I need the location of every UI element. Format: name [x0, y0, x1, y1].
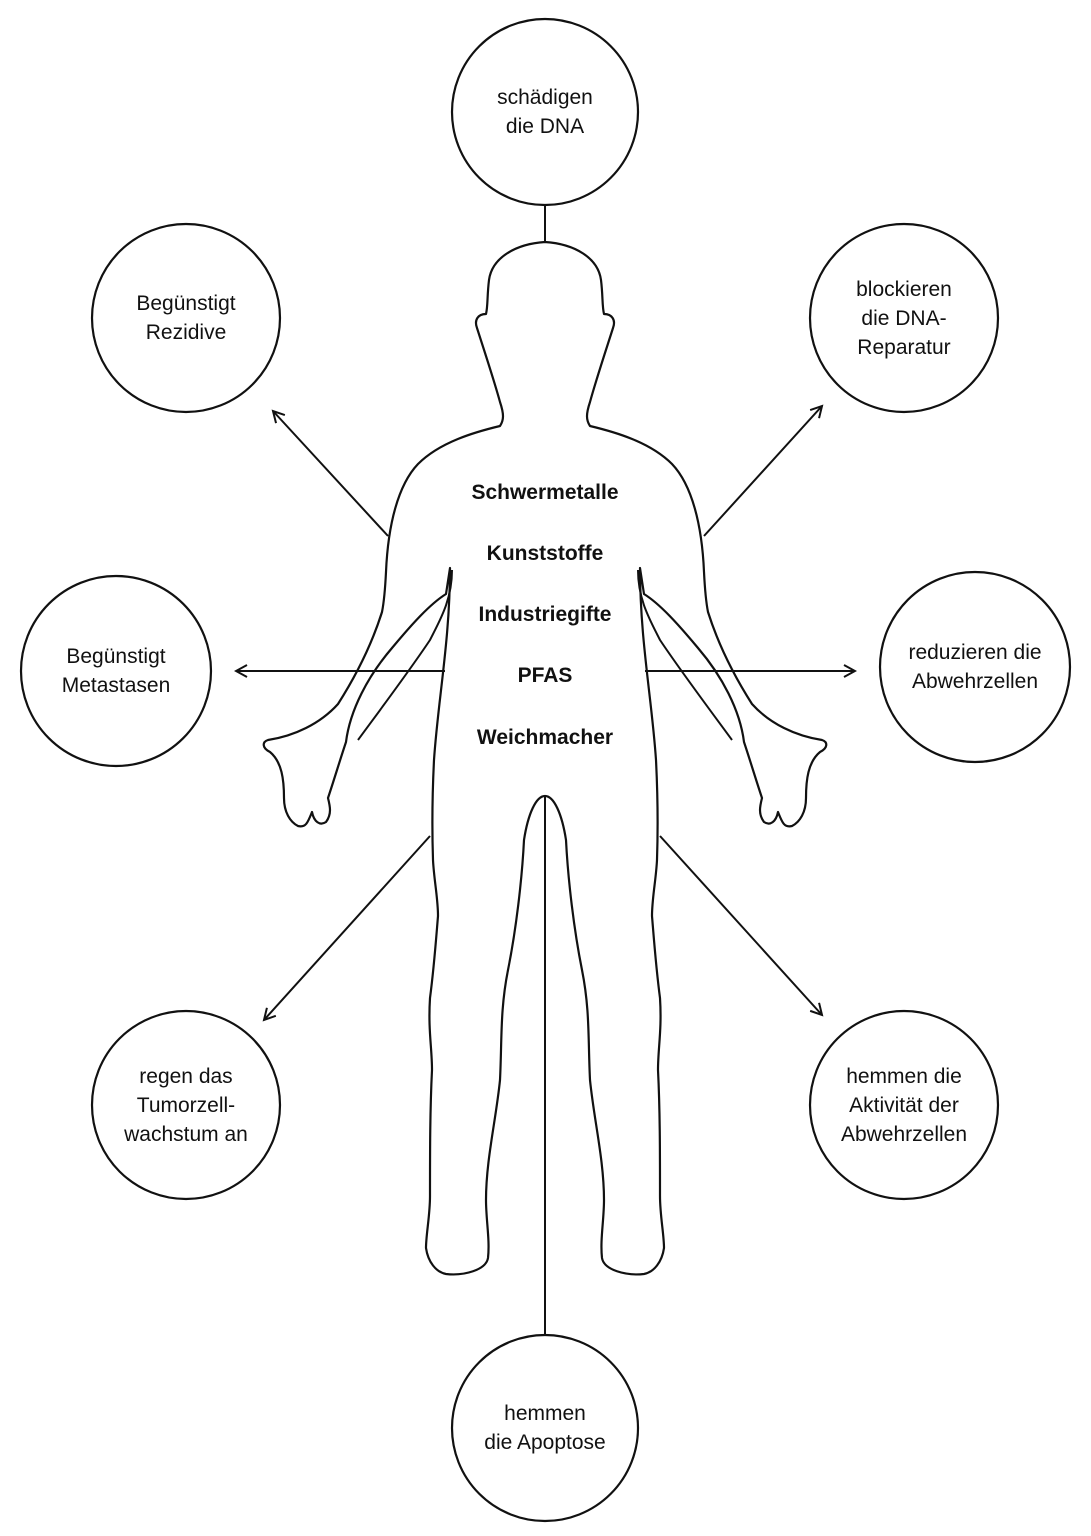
circle-middle-right: [878, 570, 1072, 764]
effect-label-top: schädigen die DNA: [497, 86, 593, 138]
circle-middle-left: [19, 574, 213, 768]
circle-bottom: [450, 1333, 640, 1523]
substance-label: PFAS: [517, 664, 573, 687]
substance-label: Industriegifte: [478, 603, 612, 626]
circle-upper-left: [90, 222, 282, 414]
circle-lower-left: [90, 1009, 282, 1201]
effect-label-middle-left: Begünstigt Metastasen: [61, 645, 171, 697]
circle-upper-right: [808, 222, 1000, 414]
circle-lower-right: [808, 1009, 1000, 1201]
effect-label-lower-left: regen das Tumorzell- wachstum an: [124, 1064, 248, 1146]
effect-label-upper-left: Begünstigt Rezidive: [136, 292, 236, 344]
arrow-lower-left: [264, 835, 431, 1020]
arrow-upper-left: [273, 411, 389, 537]
substance-label: Schwermetalle: [471, 481, 619, 504]
left-inner-arm-line: [357, 569, 453, 741]
effect-label-upper-right: blockieren die DNA- Reparatur: [856, 277, 952, 359]
effect-label-bottom: hemmen die Apoptose: [484, 1402, 606, 1454]
arrow-upper-right: [703, 406, 822, 537]
arrow-lower-right: [659, 835, 822, 1015]
circle-top: [450, 17, 640, 207]
effect-label-middle-right: reduzieren die Abwehrzellen: [908, 641, 1042, 693]
substance-label: Kunststoffe: [486, 542, 604, 565]
substance-label: Weichmacher: [476, 726, 614, 749]
effect-label-lower-right: hemmen die Aktivität der Abwehrzellen: [840, 1064, 968, 1146]
right-inner-arm-line: [637, 569, 733, 741]
